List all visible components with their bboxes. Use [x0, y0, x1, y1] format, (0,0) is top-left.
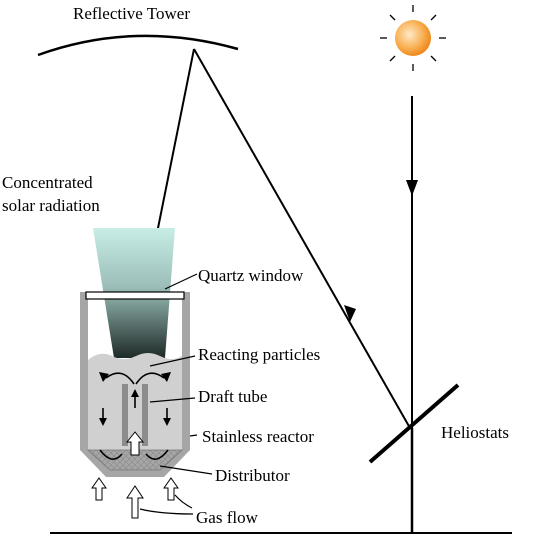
- sun-icon: [380, 5, 446, 71]
- distributor-plate: [86, 449, 184, 471]
- reflected-ray: [193, 48, 411, 429]
- leader-reacting-particles: [149, 355, 196, 367]
- label-concentrated-1: Concentrated: [2, 173, 93, 192]
- label-distributor: Distributor: [215, 466, 290, 485]
- draft-tube-left: [122, 384, 128, 446]
- label-reacting-particles: Reacting particles: [198, 345, 320, 364]
- label-concentrated-2: solar radiation: [2, 196, 100, 215]
- leader-distributor: [159, 465, 213, 475]
- label-heliostats: Heliostats: [441, 423, 509, 442]
- leader-gas-flow: [174, 494, 193, 509]
- leader-gas-flow-2: [139, 508, 194, 515]
- label-quartz-window: Quartz window: [198, 266, 304, 285]
- reactor-wall-left: [80, 292, 88, 450]
- gas-flow-arrows: [91, 477, 179, 519]
- circulation-arrows: [99, 372, 169, 460]
- leader-stainless-reactor: [189, 434, 198, 437]
- reactor-wall-right: [182, 292, 190, 450]
- label-draft-tube: Draft tube: [198, 387, 267, 406]
- down-arrows: [99, 372, 171, 426]
- label-reflective-tower: Reflective Tower: [73, 4, 190, 23]
- label-gas-flow: Gas flow: [196, 508, 259, 527]
- draft-tube-right: [142, 384, 148, 446]
- quartz-window: [85, 291, 185, 300]
- label-stainless-reactor: Stainless reactor: [202, 427, 314, 446]
- heliostat-mirror: [368, 383, 460, 464]
- leader-quartz-window: [164, 273, 198, 290]
- reflected-ray-arrowhead: [344, 305, 356, 322]
- reflective-tower-mirror: [37, 34, 239, 57]
- draft-tube-up-arrow: [125, 431, 145, 456]
- concentrated-ray: [152, 48, 195, 254]
- sun-ray-arrowhead: [406, 180, 418, 196]
- leader-draft-tube: [149, 397, 196, 403]
